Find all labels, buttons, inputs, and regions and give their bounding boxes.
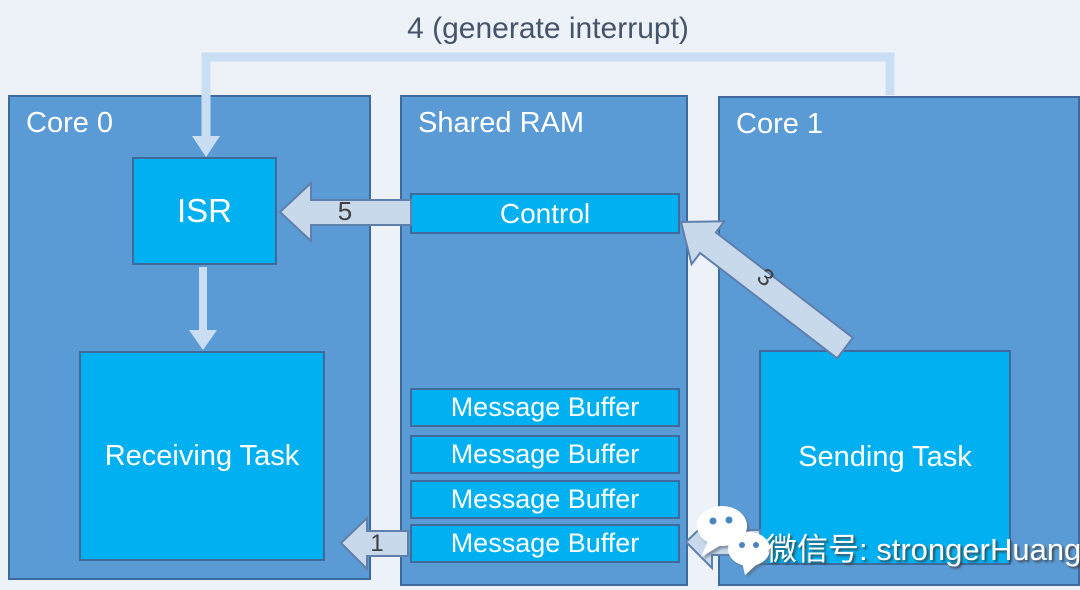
control-box: Control <box>410 193 680 234</box>
receiving-task-box: Receiving Task <box>79 351 325 561</box>
core0-title: Core 0 <box>26 107 114 139</box>
message-buffer-box: Message Buffer <box>410 524 680 563</box>
message-buffer-box: Message Buffer <box>410 435 680 474</box>
sending-task-box: Sending Task <box>759 350 1011 565</box>
watermark: 微信号: strongerHuang <box>684 498 1080 588</box>
message-buffer-box: Message Buffer <box>410 480 680 519</box>
arrow-step4-label: 4 (generate interrupt) <box>407 12 689 45</box>
message-buffer-box: Message Buffer <box>410 388 680 427</box>
wechat-icon <box>697 506 770 575</box>
watermark-text: 微信号: strongerHuang <box>766 532 1080 567</box>
isr-box: ISR <box>132 157 277 265</box>
arrow-step1-label: 1 <box>370 530 384 557</box>
arrow-step5-label: 5 <box>337 195 353 226</box>
core1-title: Core 1 <box>736 108 824 140</box>
shared-ram-title: Shared RAM <box>418 107 585 139</box>
